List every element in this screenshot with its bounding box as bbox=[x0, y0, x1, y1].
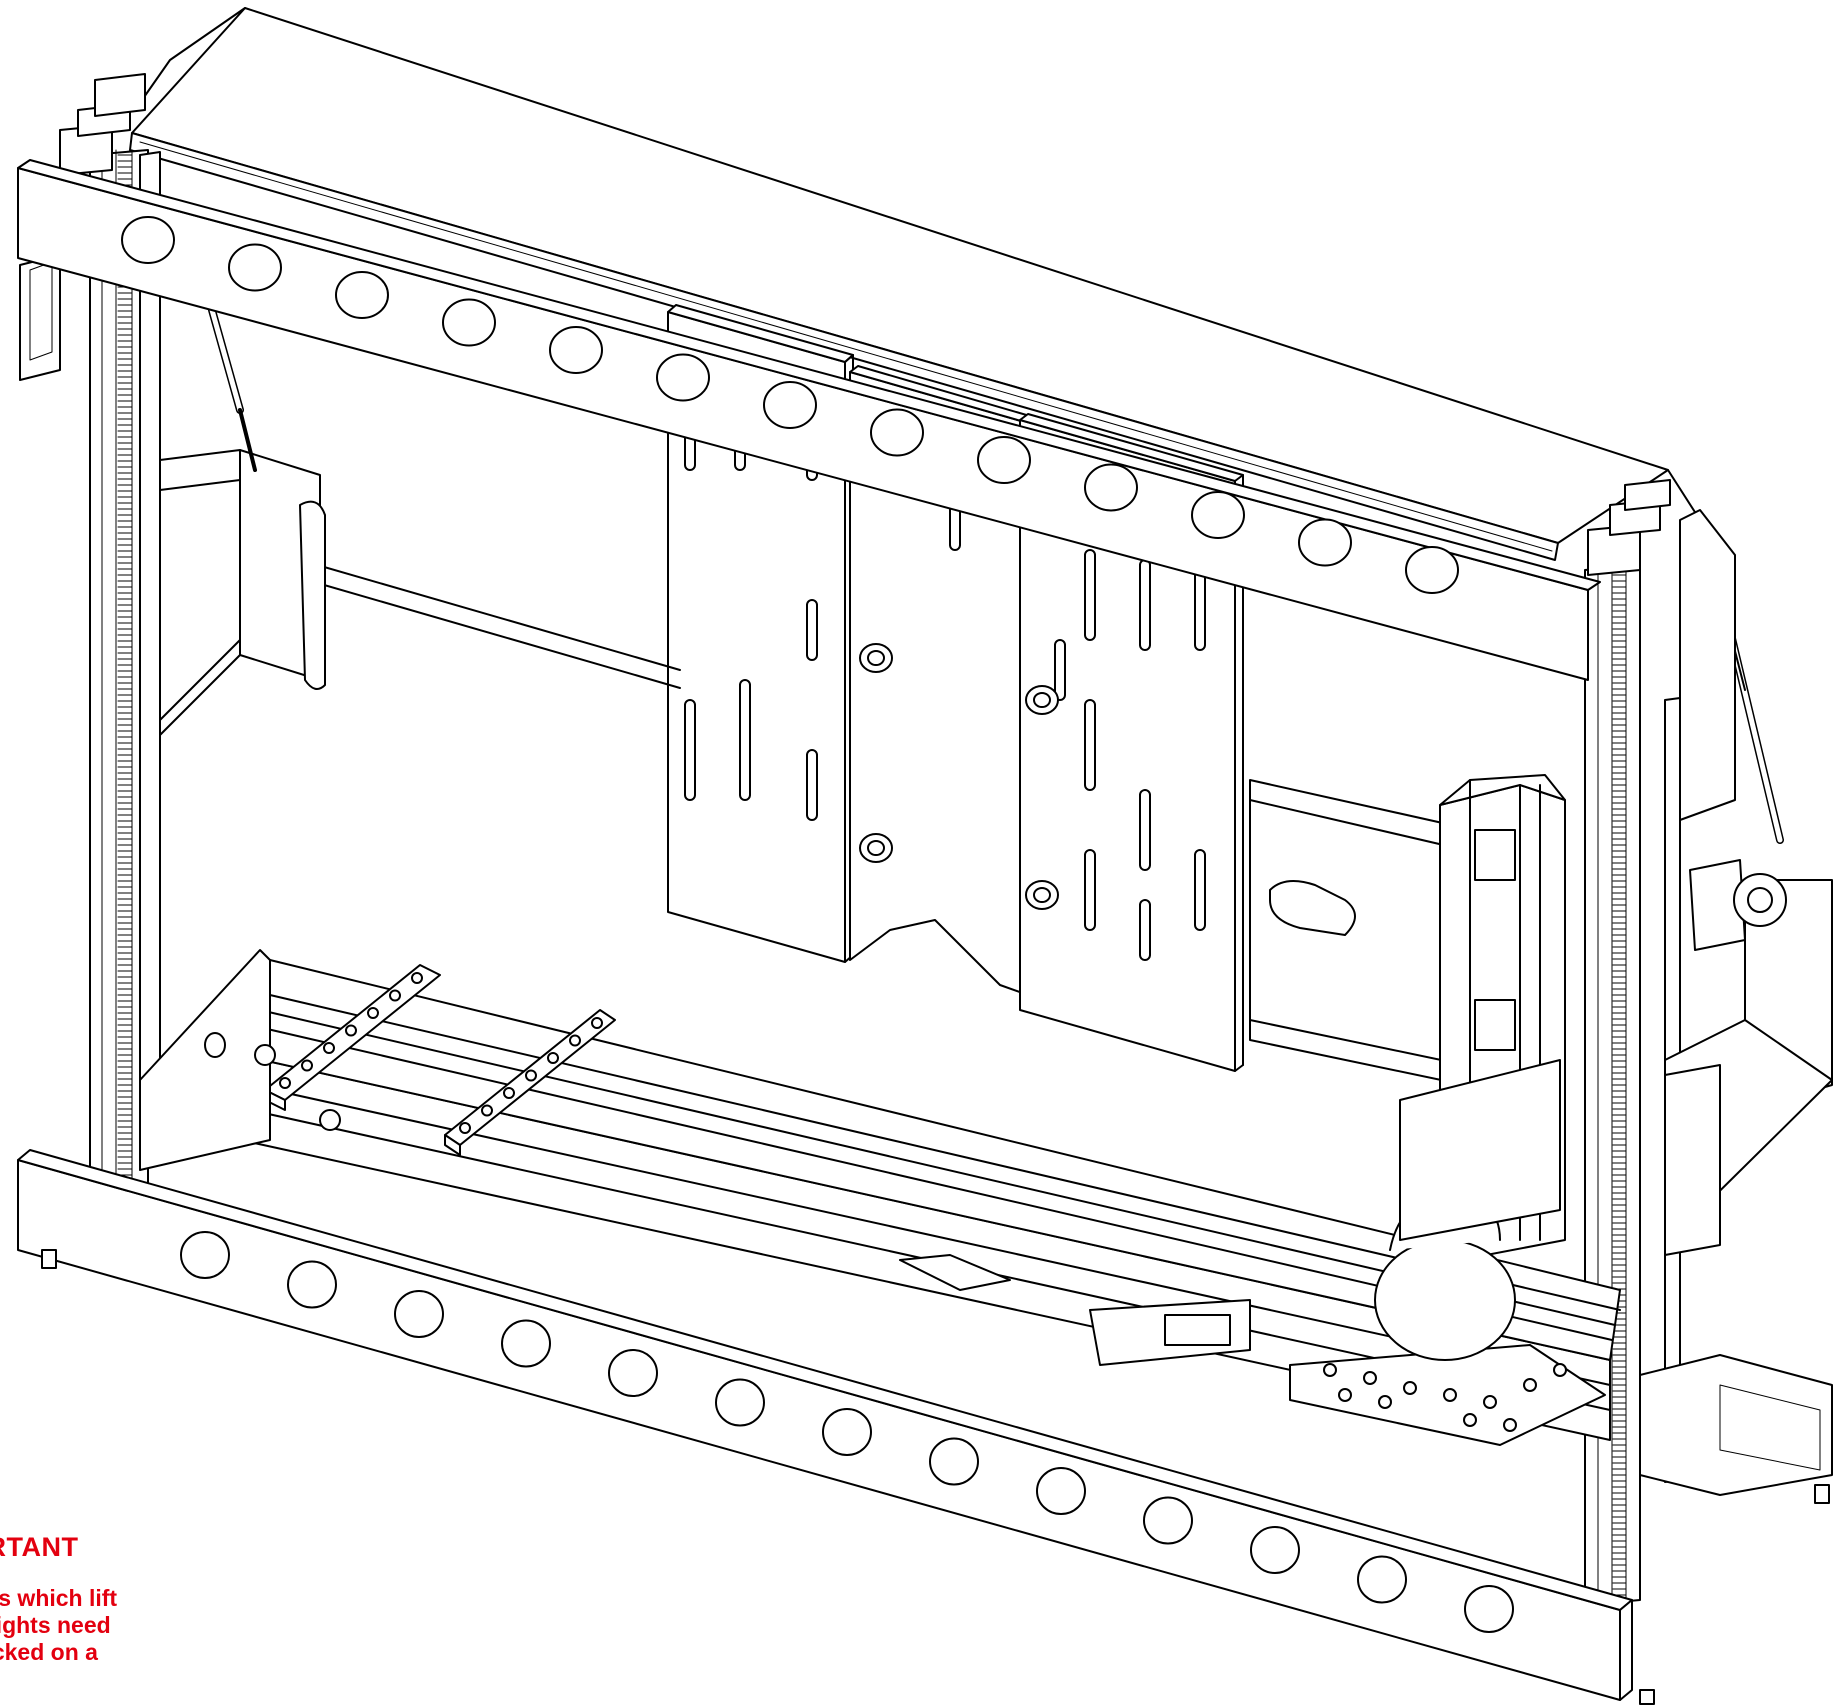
bar-hole bbox=[323, 1042, 335, 1054]
plate-slot bbox=[739, 679, 751, 801]
plate-slot bbox=[1139, 559, 1151, 651]
note-line-3: hecked on a bbox=[0, 1639, 98, 1665]
bolt bbox=[1323, 1363, 1337, 1377]
left-upper-post bbox=[59, 73, 146, 176]
top-crossbar-holes bbox=[121, 216, 1459, 594]
crossbar-hole bbox=[335, 271, 389, 319]
bolt bbox=[1523, 1378, 1537, 1392]
bolt bbox=[1378, 1395, 1392, 1409]
bolt bbox=[1403, 1381, 1417, 1395]
crossbar-hole bbox=[929, 1437, 979, 1486]
right-gear-rack bbox=[1612, 574, 1627, 1596]
left-front-post bbox=[89, 149, 161, 1216]
bolt bbox=[1483, 1395, 1497, 1409]
note-line-1: sms which lift bbox=[0, 1585, 118, 1611]
bolt bbox=[1463, 1413, 1477, 1427]
crossbar-hole bbox=[1250, 1526, 1300, 1574]
right-side-panel bbox=[1664, 1064, 1721, 1256]
top-cover-panel bbox=[129, 7, 1701, 561]
bar-hole bbox=[459, 1122, 471, 1134]
crossbar-hole bbox=[715, 1378, 765, 1427]
plate-slot bbox=[806, 749, 818, 821]
crossbar-hole bbox=[121, 216, 175, 264]
crossbar-hole bbox=[1357, 1555, 1407, 1604]
mounting-pucks bbox=[859, 643, 1059, 910]
cross-rod bbox=[295, 558, 681, 689]
bar-hole bbox=[547, 1052, 559, 1064]
bar-hole bbox=[345, 1024, 357, 1037]
important-note: ORTANT sms which lift weights need hecke… bbox=[0, 1532, 117, 1666]
crossbar-hole bbox=[442, 298, 496, 347]
crossbar-hole bbox=[1143, 1496, 1193, 1545]
bolt bbox=[1338, 1388, 1352, 1402]
bar-hole bbox=[503, 1087, 515, 1099]
crossbar-hole bbox=[1084, 463, 1138, 512]
plate-slot bbox=[1194, 849, 1206, 931]
crossbar-hole bbox=[1298, 518, 1352, 567]
plate-slot bbox=[684, 699, 696, 801]
crossbar-hole bbox=[287, 1260, 337, 1309]
left-end-block bbox=[139, 949, 341, 1171]
bar-hole bbox=[367, 1007, 379, 1019]
crossbar-hole bbox=[501, 1319, 551, 1368]
crossbar-hole bbox=[549, 326, 603, 374]
crossbar-hole bbox=[977, 436, 1031, 484]
plate-slot bbox=[1194, 569, 1206, 651]
bottom-right-rear-frame bbox=[1639, 1354, 1833, 1496]
bolt bbox=[1443, 1388, 1457, 1402]
crossbar-hole bbox=[1036, 1467, 1086, 1515]
carriage-block bbox=[899, 1254, 1251, 1366]
crossbar-hole bbox=[394, 1290, 444, 1338]
note-title: ORTANT bbox=[0, 1532, 79, 1562]
crossbar-hole bbox=[180, 1231, 230, 1279]
crossbar-hole bbox=[608, 1349, 658, 1397]
crossbar-hole bbox=[763, 381, 817, 429]
crossbar-hole bbox=[228, 243, 282, 292]
plate-slot bbox=[1139, 789, 1151, 871]
note-line-2: weights need bbox=[0, 1612, 111, 1638]
bolt bbox=[1553, 1363, 1567, 1377]
bar-hole bbox=[389, 989, 401, 1002]
bar-hole bbox=[279, 1077, 291, 1089]
crossbar-hole bbox=[870, 408, 924, 457]
frame-feet bbox=[41, 1249, 1830, 1705]
crossbar-hole bbox=[822, 1408, 872, 1456]
plate-slot bbox=[1139, 899, 1151, 961]
crossbar-hole bbox=[1464, 1585, 1514, 1633]
perforated-bar-holes bbox=[279, 972, 603, 1134]
crossbar-hole bbox=[656, 353, 710, 402]
gas-strut-left bbox=[208, 306, 257, 472]
bar-hole bbox=[569, 1034, 581, 1047]
bolt bbox=[1503, 1418, 1517, 1432]
plate-slot bbox=[1084, 699, 1096, 791]
rotary-base-bolts bbox=[1323, 1363, 1567, 1432]
bar-hole bbox=[411, 972, 423, 984]
left-inner-bracket bbox=[159, 449, 326, 736]
plate-slot bbox=[1054, 639, 1066, 701]
bar-hole bbox=[525, 1069, 537, 1082]
bar-hole bbox=[481, 1104, 493, 1117]
crossbar-hole bbox=[1191, 491, 1245, 539]
plate-slot bbox=[1084, 849, 1096, 931]
plate-slot bbox=[806, 599, 818, 661]
bolt bbox=[1363, 1371, 1377, 1385]
rear-slide-rail bbox=[1249, 779, 1466, 1086]
bar-hole bbox=[591, 1017, 603, 1029]
bottom-crossbar-holes bbox=[180, 1231, 1514, 1633]
crossbar-hole bbox=[1405, 546, 1459, 594]
plate-slot bbox=[1084, 549, 1096, 641]
bar-hole bbox=[301, 1059, 313, 1072]
